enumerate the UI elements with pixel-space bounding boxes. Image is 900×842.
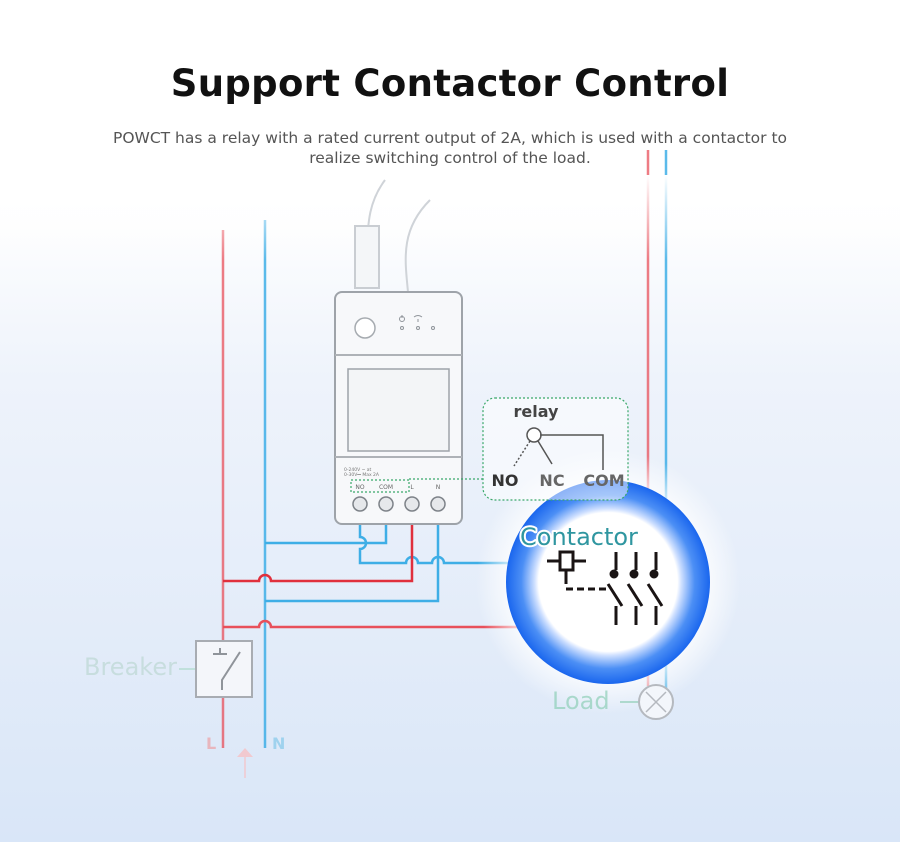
load-label: Load bbox=[552, 687, 610, 715]
powct-device: 0-240V ~ at 0-30V⎓ Max 2A NO COM L N bbox=[334, 291, 463, 525]
contactor-symbol-icon bbox=[547, 550, 664, 625]
contactor-magnifier bbox=[476, 450, 740, 714]
neutral-label: N bbox=[272, 734, 285, 753]
relay-contact-no: NO bbox=[492, 471, 519, 490]
terminal-label-l: L bbox=[410, 484, 414, 491]
page-title: Support Contactor Control bbox=[170, 62, 730, 105]
relay-title: relay bbox=[514, 402, 560, 421]
power-icon bbox=[399, 315, 405, 322]
power-input-arrow-icon bbox=[237, 748, 253, 778]
wifi-icon bbox=[413, 315, 423, 322]
breaker-switch-icon bbox=[195, 640, 253, 698]
relay-callout: relay NO NC COM bbox=[409, 397, 629, 501]
page-subtitle: POWCT has a relay with a rated current o… bbox=[112, 129, 788, 167]
load: Load bbox=[552, 684, 674, 720]
terminal-screws bbox=[352, 496, 446, 512]
device-cable bbox=[354, 179, 431, 293]
device-button bbox=[354, 317, 376, 339]
relay-contact-com: COM bbox=[583, 471, 624, 490]
terminal-label-com: COM bbox=[379, 484, 393, 491]
contactor-label: Contactor bbox=[520, 523, 638, 551]
breaker: Breaker bbox=[84, 640, 253, 698]
rating-line-1: 0-240V ~ at bbox=[344, 467, 372, 473]
relay-contact-nc: NC bbox=[539, 471, 564, 490]
terminal-label-n: N bbox=[436, 484, 441, 491]
line-label: L bbox=[206, 734, 216, 753]
terminal-label-no: NO bbox=[355, 484, 364, 491]
rating-line-2: 0-30V⎓ Max 2A bbox=[344, 472, 380, 478]
breaker-label: Breaker bbox=[84, 653, 177, 681]
device-screen bbox=[347, 368, 450, 452]
live-wires bbox=[223, 524, 648, 629]
